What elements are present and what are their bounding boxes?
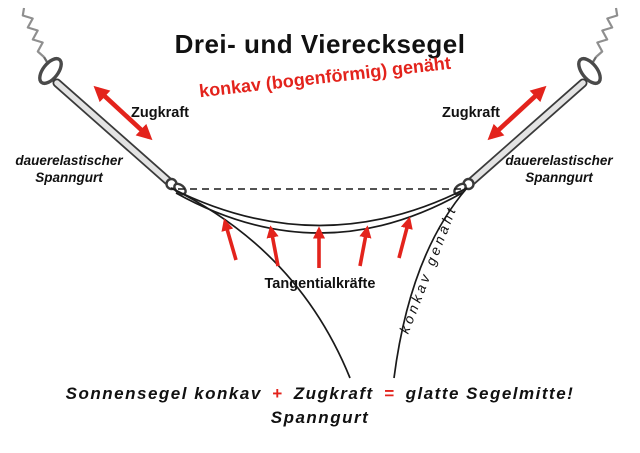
sail-right-edge bbox=[393, 187, 468, 379]
tangential-arrows bbox=[221, 216, 413, 268]
spanngurt-right-line1: dauerelastischer bbox=[505, 153, 613, 168]
right-anchor-assembly bbox=[577, 7, 619, 86]
carabiner-icon bbox=[577, 56, 602, 86]
tangential-arrow bbox=[397, 216, 413, 259]
spanngurt-left-line2: Spanngurt bbox=[35, 170, 103, 185]
caption-equals-sign: = bbox=[383, 384, 396, 403]
spring-icon bbox=[595, 7, 619, 58]
spring-hook-link bbox=[43, 56, 48, 63]
zugkraft-label-left: Zugkraft bbox=[131, 105, 189, 121]
spanngurt-label-left: dauerelastischer Spanngurt bbox=[2, 152, 136, 186]
sail-left-edge bbox=[170, 187, 351, 379]
tangential-arrow bbox=[358, 225, 372, 267]
caption-plus-sign: + bbox=[272, 384, 284, 403]
bottom-caption-line2: Spanngurt bbox=[270, 408, 370, 427]
zugkraft-arrow-right bbox=[487, 85, 547, 141]
spanngurt-left-line1: dauerelastischer bbox=[15, 153, 123, 168]
page-title: Drei- und Vierecksegel bbox=[174, 29, 466, 59]
caption-segment-3: glatte Segelmitte! bbox=[405, 384, 575, 403]
bottom-caption: Sonnensegel konkav + Zugkraft = glatte S… bbox=[0, 384, 640, 404]
spanngurt-label-right: dauerelastischer Spanngurt bbox=[492, 152, 626, 186]
zugkraft-label-right: Zugkraft bbox=[442, 105, 500, 121]
spanngurt-right-line2: Spanngurt bbox=[525, 170, 593, 185]
sail-top-edge-hem bbox=[175, 192, 463, 234]
spring-hook-link bbox=[592, 56, 597, 63]
left-anchor-assembly bbox=[21, 7, 63, 86]
carabiner-icon bbox=[38, 56, 63, 86]
caption-segment-2: Zugkraft bbox=[293, 384, 374, 403]
tangential-arrow bbox=[266, 225, 280, 267]
zugkraft-arrow-left bbox=[93, 85, 153, 141]
sail-top-edge-outer bbox=[170, 187, 468, 227]
tangential-arrow bbox=[221, 218, 238, 261]
spring-icon bbox=[21, 7, 45, 58]
tangential-forces-label: Tangentialkräfte bbox=[264, 276, 376, 292]
caption-segment-1: Sonnensegel konkav bbox=[65, 384, 262, 403]
